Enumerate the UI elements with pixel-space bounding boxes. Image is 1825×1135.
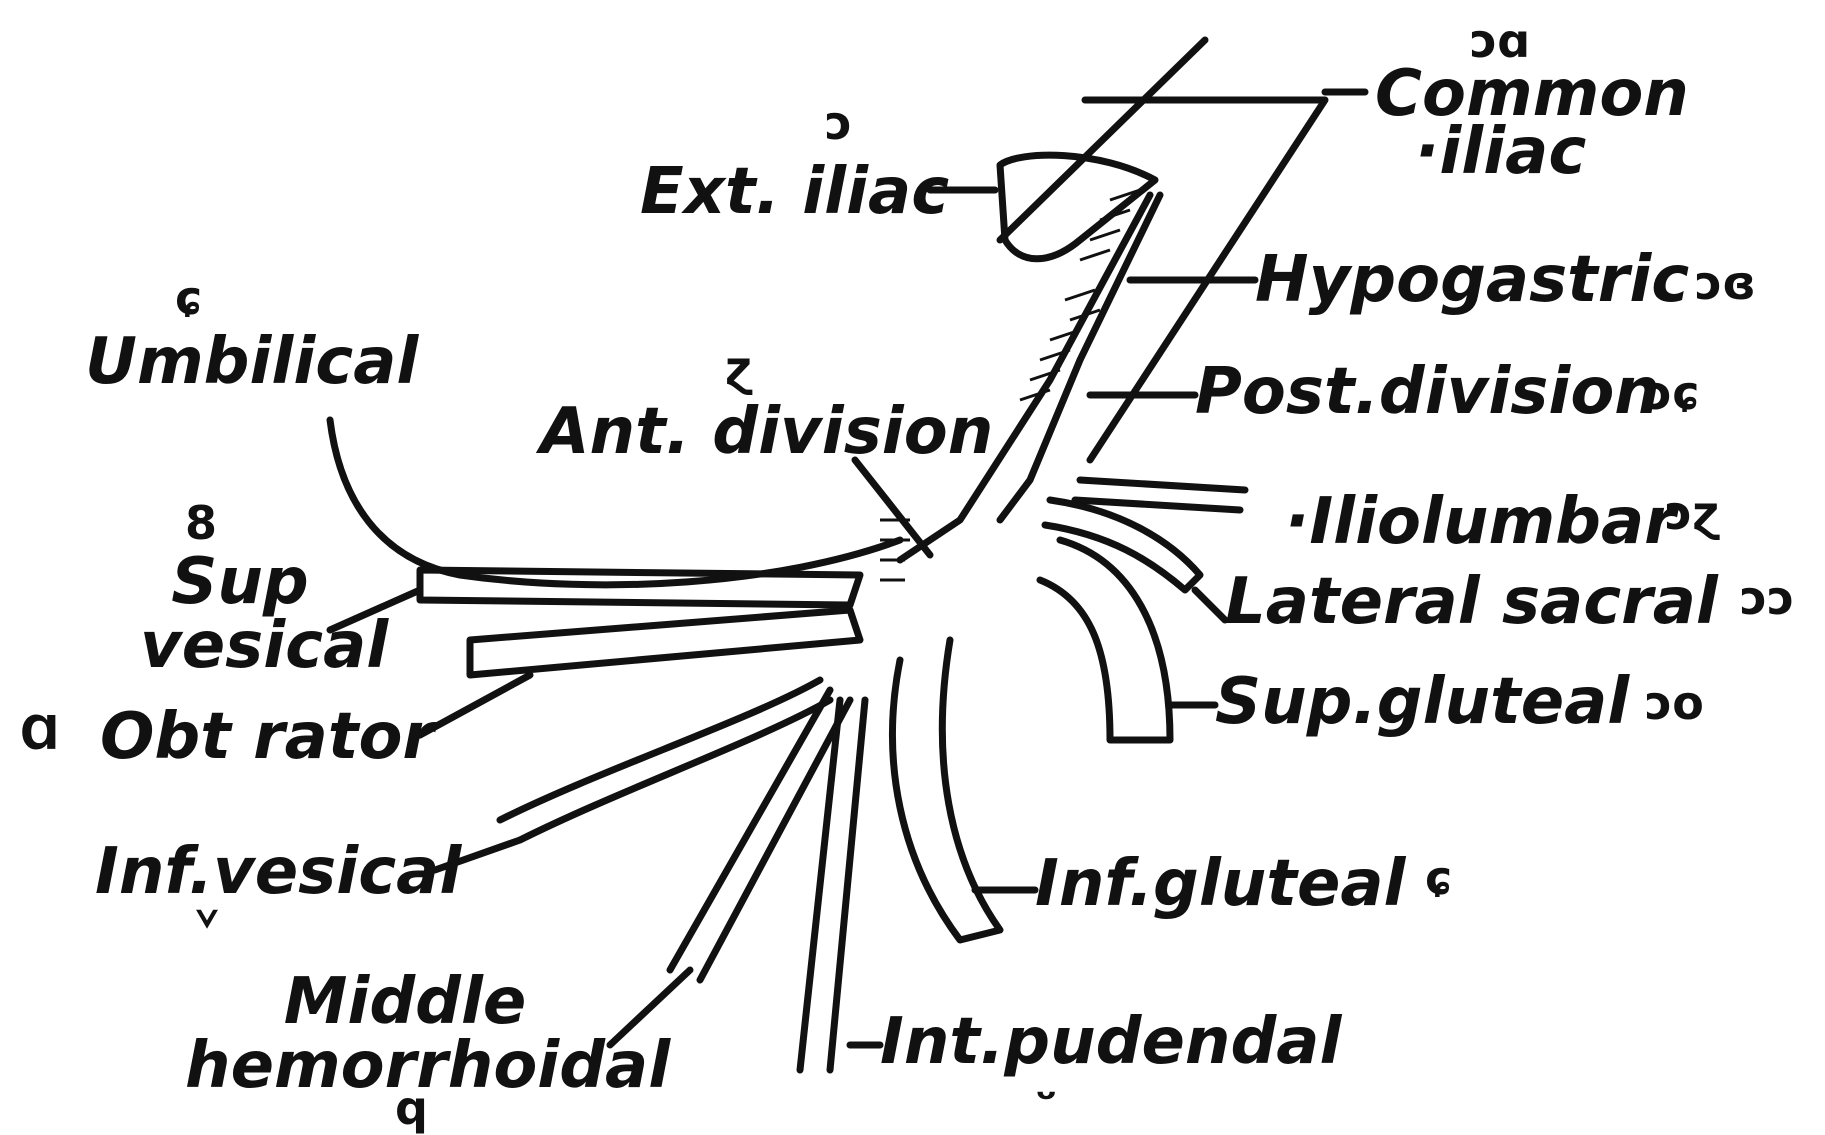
sup-vesical-line2: vesical [140, 614, 340, 678]
umbilical-label: Umbilical [85, 330, 418, 394]
obturator-vessel [470, 610, 860, 675]
iliolumbar-vessel [1075, 480, 1245, 510]
ant-division-label: Ant. division [540, 400, 993, 464]
int-pudendal-label: Int.pudendal [880, 1010, 1341, 1074]
post-division-label: Post.division [1195, 360, 1660, 424]
common-iliac-label-2: ·iliac [1415, 120, 1586, 184]
middle-hemorrhoidal-label: Middle hemorrhoidal [185, 970, 625, 1098]
hypogastric-label: Hypogastric [1255, 248, 1689, 312]
ext-iliac-vessel [1000, 155, 1155, 259]
sup-gluteal-label: Sup.gluteal [1215, 670, 1629, 734]
obturator-mark: Ɑ [20, 710, 60, 756]
lateral-sacral-label: Lateral sacral [1225, 570, 1718, 634]
ext-iliac-label: Ext. iliac [640, 160, 949, 224]
int-pudendal-mark: ᵕ [1035, 1075, 1057, 1121]
hypogastric-mark: ɔɞ [1695, 260, 1756, 306]
obturator-label: Obt rator [100, 705, 434, 769]
inf-gluteal-mark: ɕ [1425, 855, 1452, 901]
int-pudendal-vessel [800, 700, 865, 1070]
sup-vesical-mark: 8 [185, 500, 217, 546]
ant-division-mark: ɀ [725, 345, 752, 391]
middle-hemorrhoidal-mark: q [395, 1085, 428, 1131]
sup-gluteal-vessel [1040, 540, 1170, 740]
ext-iliac-mark: ɔ [825, 100, 852, 146]
sup-vesical-line1: Sup [140, 550, 340, 614]
iliolumbar-mark: ɔɀ [1665, 490, 1719, 536]
sup-gluteal-mark: ɔo [1645, 680, 1704, 726]
inf-gluteal-vessel [893, 640, 1001, 940]
sup-vesical-label: Sup vesical [140, 550, 340, 678]
middle-hemorrhoidal-line1: Middle [185, 970, 625, 1034]
inf-vesical-vessel [500, 680, 820, 820]
umbilical-mark: ɕ [175, 275, 202, 321]
inf-gluteal-label: Inf.gluteal [1035, 852, 1405, 916]
post-division-mark: ɔɕ [1645, 370, 1700, 416]
iliolumbar-label: ·Iliolumbar [1285, 490, 1676, 554]
lateral-sacral-mark: ɔɔ [1740, 575, 1795, 621]
inf-vesical-mark: ᘁ [195, 905, 219, 951]
common-iliac-mark: ɔɑ [1470, 18, 1530, 64]
inf-vesical-label: Inf.vesical [95, 840, 461, 904]
